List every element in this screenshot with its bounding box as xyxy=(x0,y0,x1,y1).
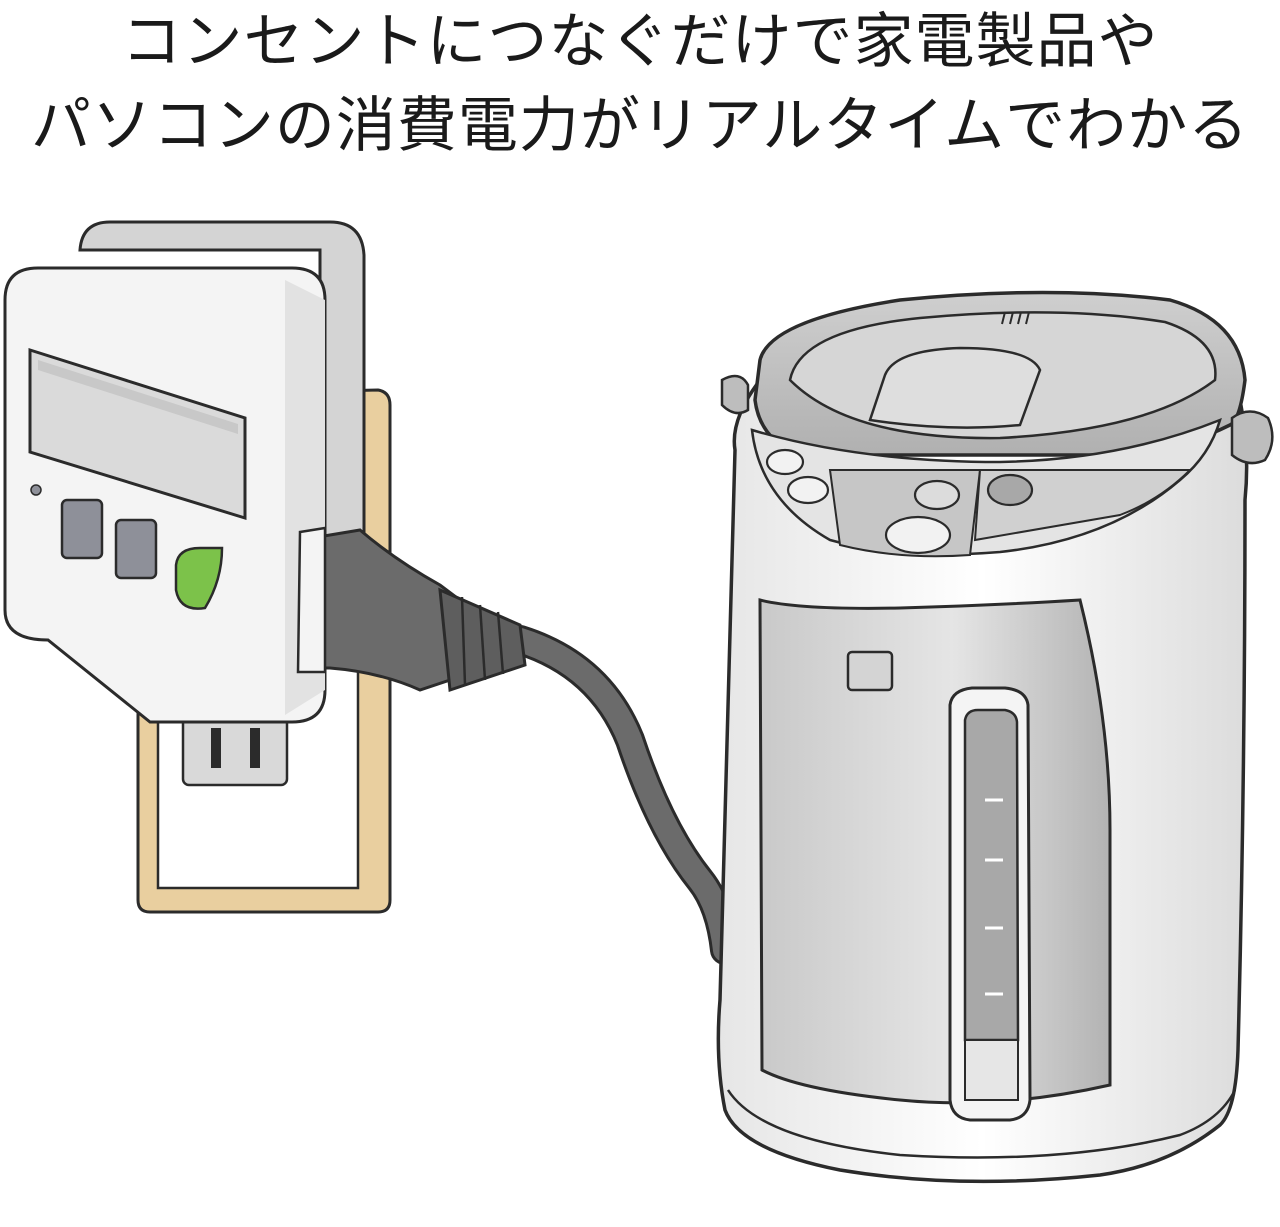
kettle-control-panel xyxy=(750,417,1222,558)
headline-line-2: パソコンの消費電力がリアルタイムでわかる xyxy=(30,91,1250,161)
kettle-spout-tab xyxy=(846,650,894,692)
kettle-button-5[interactable] xyxy=(884,515,952,555)
kettle-button-3[interactable] xyxy=(913,479,961,511)
power-meter-display xyxy=(28,347,247,521)
power-meter-icon xyxy=(3,220,366,724)
power-plug-icon xyxy=(296,526,740,965)
electric-kettle-icon xyxy=(716,290,1274,1184)
kettle-button-1[interactable] xyxy=(765,448,805,476)
meter-green-button[interactable] xyxy=(174,546,224,610)
meter-button-2[interactable] xyxy=(114,518,158,580)
kettle-button-2[interactable] xyxy=(786,475,830,505)
water-level-window xyxy=(948,686,1032,1122)
headline: コンセントにつなぐだけで家電製品や パソコンの消費電力がリアルタイムでわかる xyxy=(0,0,1280,168)
headline-line-1: コンセントにつなぐだけで家電製品や xyxy=(121,7,1159,77)
indicator-dot-icon xyxy=(30,484,42,496)
meter-button-1[interactable] xyxy=(60,498,104,560)
kettle-button-4[interactable] xyxy=(986,473,1034,507)
